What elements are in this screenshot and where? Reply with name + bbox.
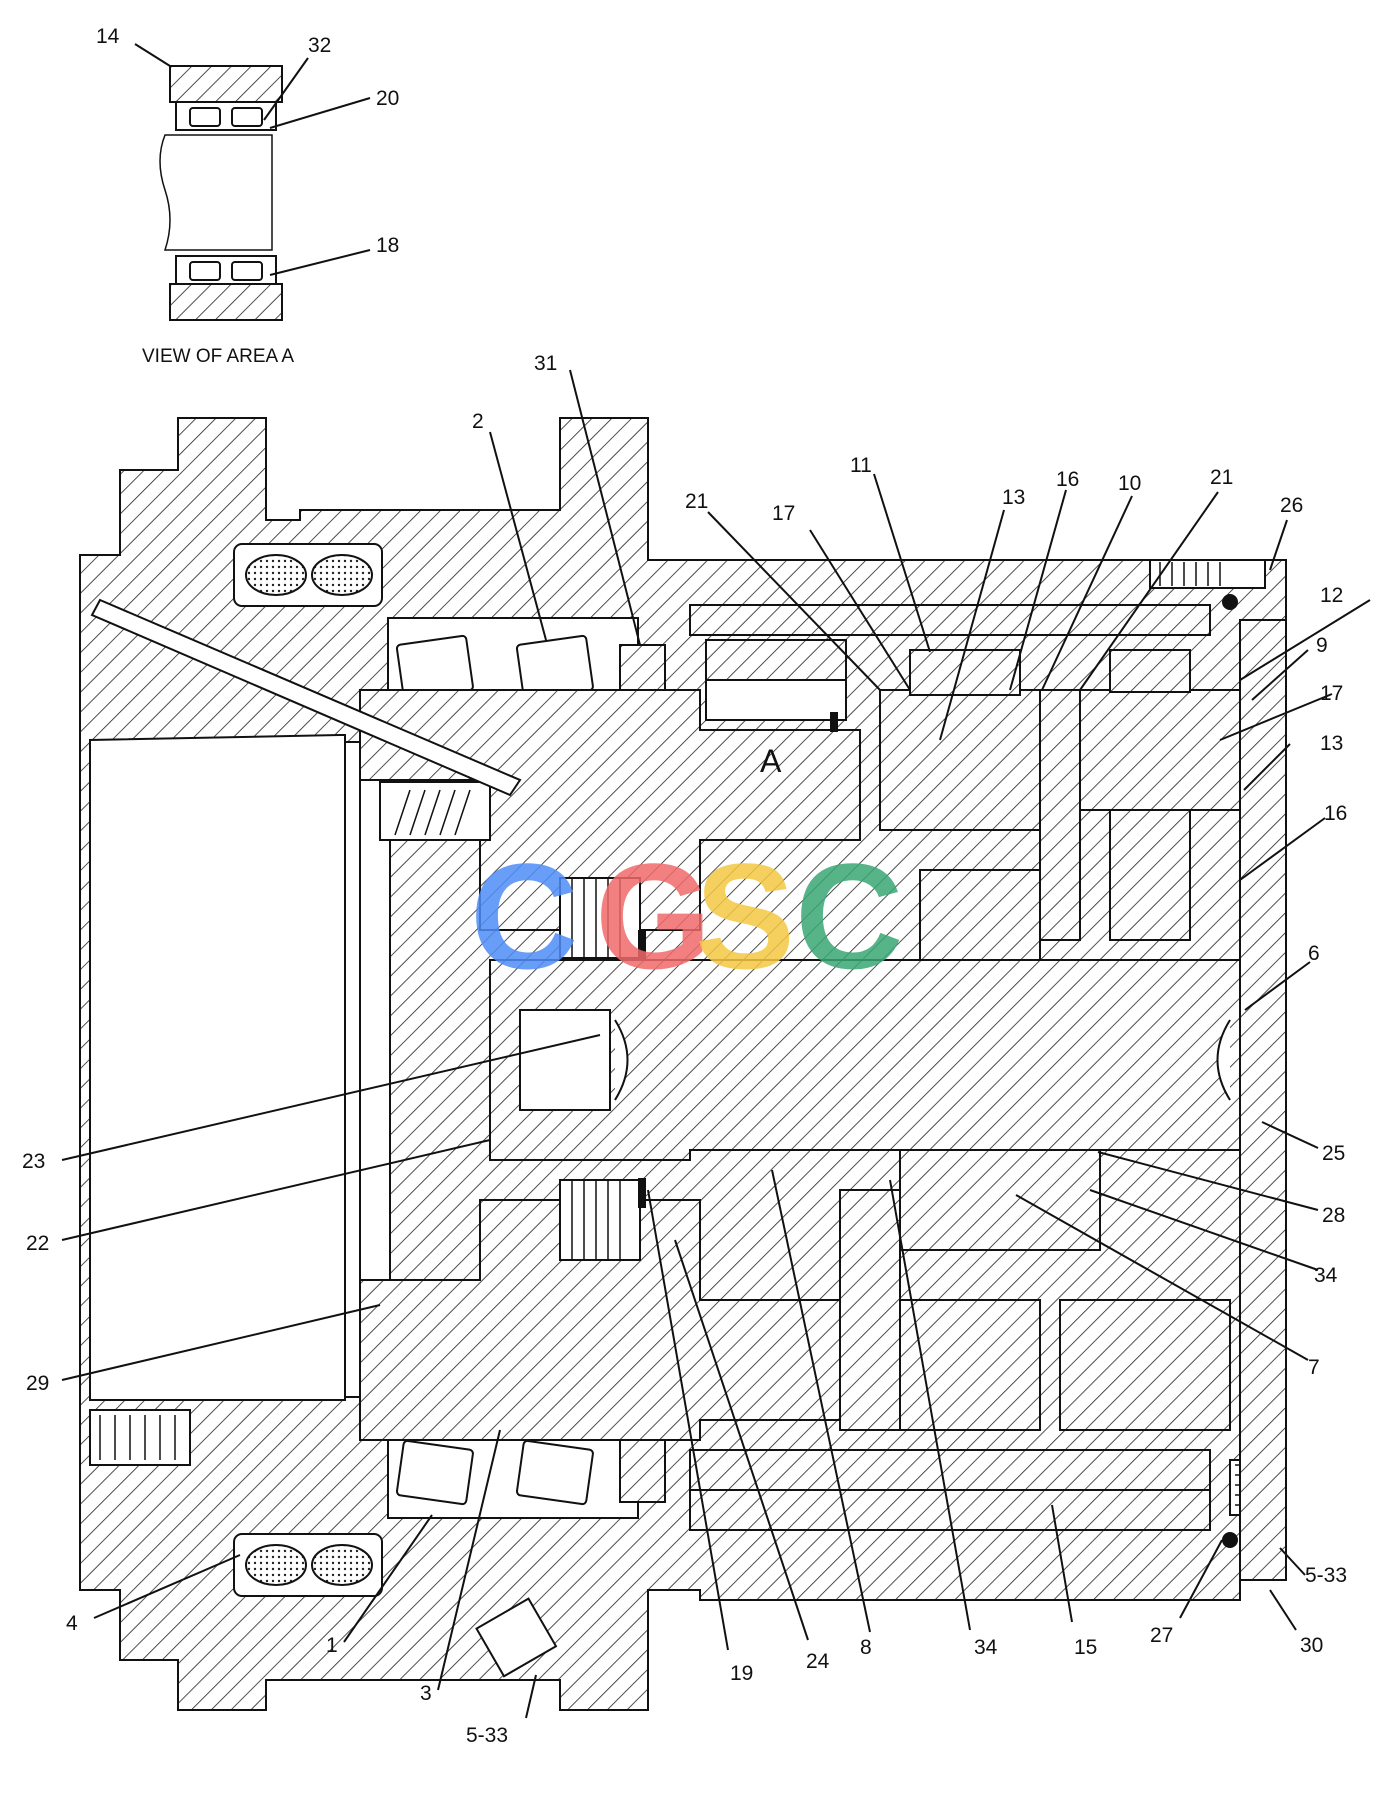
callout-17b: 17: [1320, 682, 1343, 705]
callout-16b: 16: [1324, 802, 1347, 825]
callout-15: 15: [1074, 1636, 1097, 1659]
callout-16a: 16: [1056, 468, 1079, 491]
callout-13b: 13: [1320, 732, 1343, 755]
callout-6: 6: [1308, 942, 1320, 965]
clutch-discs-bottom: [559, 1178, 646, 1261]
callout-3: 3: [420, 1682, 432, 1705]
callout-5-33b: 5-33: [1305, 1564, 1347, 1587]
callout-23: 23: [22, 1150, 45, 1173]
callout-labels: VIEW OF AREA A A 14 32 20 18 31 2 11 21 …: [22, 25, 1347, 1747]
clutch-discs-top: [559, 877, 646, 960]
callout-12: 12: [1320, 584, 1343, 607]
callout-34b: 34: [974, 1636, 998, 1659]
callout-13a: 13: [1002, 486, 1025, 509]
callout-1: 1: [326, 1634, 338, 1657]
callout-26: 26: [1280, 494, 1303, 517]
callout-19: 19: [730, 1662, 753, 1685]
callout-4: 4: [66, 1612, 78, 1635]
callout-34a: 34: [1314, 1264, 1338, 1287]
callout-29: 29: [26, 1372, 49, 1395]
cgsc-watermark: C G S C: [470, 832, 903, 1000]
callout-30: 30: [1300, 1634, 1323, 1657]
watermark-letter-s: S: [695, 832, 795, 1000]
watermark-letter-c1: C: [470, 832, 578, 1000]
callout-24: 24: [806, 1650, 830, 1673]
callout-17a: 17: [772, 502, 795, 525]
view-caption: VIEW OF AREA A: [142, 346, 294, 367]
callout-21a: 21: [685, 490, 708, 513]
callout-32: 32: [308, 34, 331, 57]
watermark-letter-c2: C: [795, 832, 903, 1000]
callout-5-33a: 5-33: [466, 1724, 508, 1747]
callout-25: 25: [1322, 1142, 1345, 1165]
callout-2: 2: [472, 410, 484, 433]
callout-leaders: [61, 43, 1371, 1719]
callout-8: 8: [860, 1636, 872, 1659]
area-a-marker: A: [760, 743, 782, 779]
callout-10: 10: [1118, 472, 1141, 495]
callout-27: 27: [1150, 1624, 1173, 1647]
callout-7: 7: [1308, 1356, 1320, 1379]
callout-14: 14: [96, 25, 120, 48]
watermark-letter-g: G: [595, 832, 712, 1000]
callout-31: 31: [534, 352, 557, 375]
callout-28: 28: [1322, 1204, 1345, 1227]
callout-11: 11: [850, 454, 872, 477]
callout-22: 22: [26, 1232, 49, 1255]
area-a-detail-view: [159, 65, 283, 321]
callout-18: 18: [376, 234, 399, 257]
callout-20: 20: [376, 87, 399, 110]
callout-21b: 21: [1210, 466, 1233, 489]
callout-9: 9: [1316, 634, 1328, 657]
final-drive-cross-section: [79, 417, 1287, 1711]
